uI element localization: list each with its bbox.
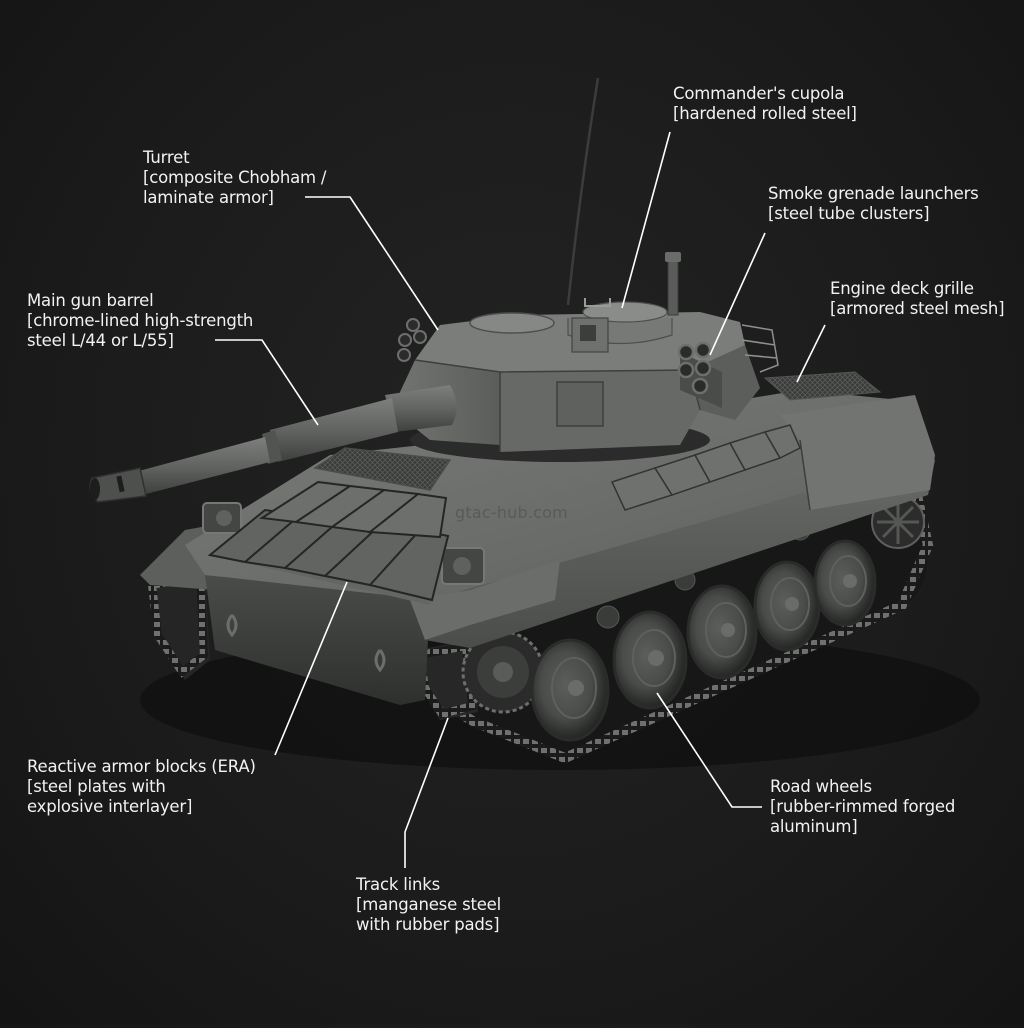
- callout-detail: aluminum]: [770, 817, 858, 836]
- callout-main-gun: Main gun barrel [chrome-lined high-stren…: [27, 291, 253, 351]
- callout-era: Reactive armor blocks (ERA) [steel plate…: [27, 757, 256, 817]
- watermark: gtac-hub.com: [455, 503, 568, 522]
- callout-cupola: Commander's cupola [hardened rolled stee…: [673, 84, 857, 124]
- smoke-launchers-left: [397, 318, 427, 362]
- callout-title: Road wheels: [770, 777, 872, 796]
- callout-detail: [manganese steel: [356, 895, 502, 914]
- callout-title: Engine deck grille: [830, 279, 974, 298]
- callout-detail: [composite Chobham /: [143, 168, 327, 187]
- headlight-left: [202, 502, 242, 534]
- hull: [140, 371, 935, 705]
- engine-deck-grille: [763, 371, 882, 401]
- callout-title: Turret: [143, 148, 190, 167]
- leader-line-track: [404, 717, 449, 868]
- reactive-armor-blocks: [207, 480, 450, 605]
- callout-detail: laminate armor]: [143, 188, 274, 207]
- callout-detail: [steel plates with: [27, 777, 166, 796]
- callout-detail: [chrome-lined high-strength: [27, 311, 254, 330]
- drive-sprocket: [461, 630, 545, 714]
- callout-title: Commander's cupola: [673, 84, 845, 103]
- callout-detail: [armored steel mesh]: [830, 299, 1005, 318]
- callout-title: Track links: [356, 875, 440, 894]
- leader-line-era: [274, 581, 348, 756]
- callout-road-wheels: Road wheels [rubber-rimmed forged alumin…: [770, 777, 955, 837]
- callout-turret: Turret [composite Chobham / laminate arm…: [143, 148, 326, 208]
- callout-detail: explosive interlayer]: [27, 797, 193, 816]
- leader-line-cupola: [621, 131, 671, 309]
- turret: [397, 252, 779, 462]
- callout-track-links: Track links [manganese steel with rubber…: [356, 875, 501, 935]
- callout-detail: [rubber-rimmed forged: [770, 797, 956, 816]
- headlight-right: [441, 547, 485, 585]
- antenna: [566, 77, 600, 306]
- callout-detail: [hardened rolled steel]: [673, 104, 857, 123]
- callout-detail: steel L/44 or L/55]: [27, 331, 174, 350]
- callout-detail: [steel tube clusters]: [768, 204, 930, 223]
- callout-title: Smoke grenade launchers: [768, 184, 979, 203]
- leader-line-turret: [305, 196, 439, 331]
- leader-line-wheels: [656, 692, 762, 808]
- callout-title: Main gun barrel: [27, 291, 154, 310]
- smoke-launchers-right: [677, 341, 722, 408]
- main-gun-barrel: [89, 385, 457, 503]
- callout-smoke-launchers: Smoke grenade launchers [steel tube clus…: [768, 184, 979, 224]
- callout-title: Reactive armor blocks (ERA): [27, 757, 256, 776]
- callout-lines: [215, 131, 826, 868]
- callout-detail: with rubber pads]: [356, 915, 500, 934]
- commanders-cupola: [567, 298, 673, 353]
- front-deck-grille: [313, 447, 452, 491]
- side-era-tiles: [610, 424, 801, 511]
- callout-engine-deck: Engine deck grille [armored steel mesh]: [830, 279, 1005, 319]
- leader-line-smoke: [709, 232, 766, 356]
- leader-line-engine: [796, 324, 826, 383]
- leader-line-main-gun: [215, 339, 319, 426]
